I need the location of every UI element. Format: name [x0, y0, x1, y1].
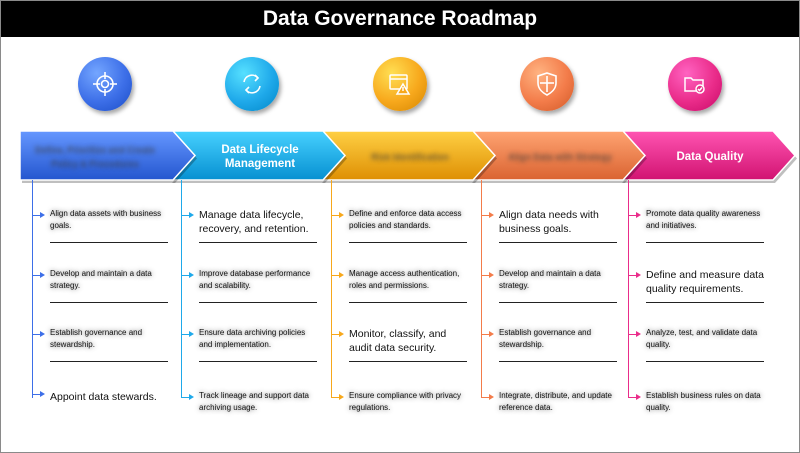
bullet-separator [50, 361, 168, 362]
stage-icon-circle [225, 57, 279, 111]
bullet-arrowhead [40, 212, 45, 218]
bullet-text: Manage access authentication, roles and … [349, 269, 460, 290]
bullet-arrowhead [189, 331, 194, 337]
bullet-text: Appoint data stewards. [50, 391, 157, 403]
bullet-arrowhead [489, 272, 494, 278]
stage-label: Align Data with Strategy [508, 152, 612, 162]
page-title: Data Governance Roadmap [1, 1, 799, 37]
bullet-text: Align data needs with business goals. [499, 209, 599, 235]
stage-timeline-line [628, 180, 629, 398]
bullet-arrowhead [636, 272, 641, 278]
bullet-arrowhead [489, 394, 494, 400]
stage-label: Define, Prioritize and Create Policy & P… [34, 145, 156, 169]
bullet-text: Promote data quality awareness and initi… [646, 209, 761, 230]
bullet-separator [50, 242, 168, 243]
bullet-separator [646, 302, 764, 303]
bullet-separator [499, 302, 617, 303]
bullet-text: Improve database performance and scalabi… [199, 269, 311, 290]
bullet-connector [331, 397, 339, 398]
bullet-arrowhead [40, 272, 45, 278]
bullet-connector [181, 275, 189, 276]
bullet-text: Establish governance and stewardship. [50, 328, 143, 349]
stage-timeline-line [181, 180, 182, 398]
bullet-connector [481, 397, 489, 398]
bullet-arrowhead [636, 331, 641, 337]
bullet-connector [32, 275, 40, 276]
bullet-connector [331, 275, 339, 276]
bullet-separator [646, 242, 764, 243]
bullet-separator [199, 361, 317, 362]
stage-arrow [19, 130, 197, 181]
bullet-arrowhead [339, 272, 344, 278]
stage-timeline-line [481, 180, 482, 398]
bullet-arrowhead [40, 331, 45, 337]
stage-label: Data Quality [676, 151, 744, 163]
refresh-cycle-icon [238, 70, 266, 98]
bullet-text: Develop and maintain a data strategy. [50, 269, 152, 290]
bullet-separator [50, 302, 168, 303]
bullet-separator [349, 302, 467, 303]
bullet-text: Track lineage and support data archiving… [199, 391, 309, 412]
bullet-arrowhead [189, 272, 194, 278]
bullet-arrowhead [636, 212, 641, 218]
bullet-arrowhead [489, 331, 494, 337]
bullet-text: Integrate, distribute, and update refere… [499, 391, 612, 412]
bullet-connector [331, 215, 339, 216]
bullet-connector [32, 334, 40, 335]
bullet-text: Establish business rules on data quality… [646, 391, 761, 412]
folder-check-icon [681, 70, 709, 98]
window-alert-icon [386, 70, 414, 98]
stage-icon-circle [78, 57, 132, 111]
bullet-arrowhead [339, 394, 344, 400]
bullet-connector [628, 215, 636, 216]
target-icon [91, 70, 119, 98]
bullet-separator [499, 242, 617, 243]
bullet-separator [646, 361, 764, 362]
bullet-text: Ensure compliance with privacy regulatio… [349, 391, 462, 412]
bullet-connector [181, 334, 189, 335]
stage-icon-circle [668, 57, 722, 111]
bullet-connector [331, 334, 339, 335]
bullet-text: Define and measure data quality requirem… [646, 269, 764, 295]
bullet-arrowhead [636, 394, 641, 400]
bullet-connector [32, 394, 40, 395]
bullet-connector [32, 215, 40, 216]
bullet-arrowhead [40, 391, 45, 397]
bullet-arrowhead [189, 212, 194, 218]
bullet-text: Ensure data archiving policies and imple… [199, 328, 306, 349]
bullet-separator [349, 242, 467, 243]
bullet-connector [628, 397, 636, 398]
stage-label: Data Lifecycle Management [221, 144, 299, 170]
bullet-text: Analyze, test, and validate data quality… [646, 328, 758, 349]
bullet-arrowhead [339, 212, 344, 218]
bullet-connector [481, 215, 489, 216]
bullet-connector [481, 275, 489, 276]
stage-icon-circle [520, 57, 574, 111]
bullet-separator [499, 361, 617, 362]
bullet-text: Define and enforce data access policies … [349, 209, 462, 230]
bullet-text: Align data assets with business goals. [50, 209, 162, 230]
bullet-connector [181, 215, 189, 216]
stage-timeline-line [331, 180, 332, 398]
bullet-text: Monitor, classify, and audit data securi… [349, 328, 447, 354]
bullet-connector [181, 397, 189, 398]
stage-label: Risk Identification [371, 152, 449, 162]
bullet-separator [349, 361, 467, 362]
bullet-text: Develop and maintain a data strategy. [499, 269, 601, 290]
bullet-text: Manage data lifecycle, recovery, and ret… [199, 209, 309, 235]
stage-icon-circle [373, 57, 427, 111]
bullet-separator [199, 242, 317, 243]
bullet-arrowhead [339, 331, 344, 337]
bullet-arrowhead [489, 212, 494, 218]
stage-timeline-line [32, 180, 33, 398]
shield-icon [533, 70, 561, 98]
bullet-text: Establish governance and stewardship. [499, 328, 592, 349]
bullet-connector [628, 334, 636, 335]
bullet-arrowhead [189, 394, 194, 400]
bullet-connector [481, 334, 489, 335]
bullet-connector [628, 275, 636, 276]
bullet-separator [199, 302, 317, 303]
